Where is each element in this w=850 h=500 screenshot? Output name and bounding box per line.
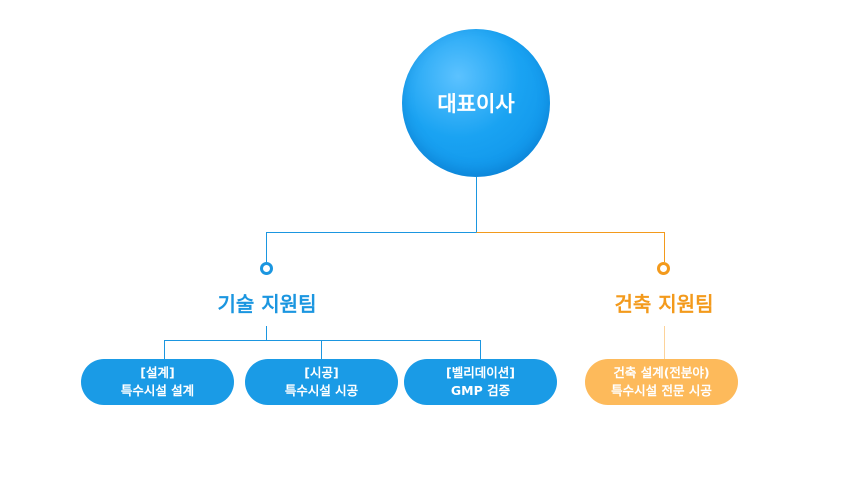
role-design-pill: [설계] 특수시설 설계 (81, 359, 234, 405)
role-validation-category: [벨리데이션] (446, 365, 515, 380)
blue-connectors (164, 177, 481, 359)
role-construction-pill: [시공] 특수시설 시공 (245, 359, 398, 405)
orange-connectors (476, 232, 665, 262)
role-design-desc: 특수시설 설계 (120, 383, 195, 398)
role-design-category: [설계] (140, 365, 175, 380)
role-architecture-line1: 건축 설계(전분야) (613, 365, 710, 380)
tech-team-title: 기술 지원팀 (217, 292, 317, 316)
role-architecture-line2: 특수시설 전문 시공 (611, 383, 712, 398)
role-construction-category: [시공] (304, 365, 339, 380)
role-validation-desc: GMP 검증 (450, 383, 511, 398)
arch-team-title: 건축 지원팀 (614, 292, 714, 316)
ceo-label: 대표이사 (437, 92, 515, 116)
arch-team-node-dot (657, 262, 670, 275)
ceo-circle: 대표이사 (402, 29, 550, 177)
role-construction-desc: 특수시설 시공 (284, 383, 359, 398)
role-architecture-pill: 건축 설계(전분야) 특수시설 전문 시공 (585, 359, 738, 405)
tech-team-node-dot (260, 262, 273, 275)
role-validation-pill: [벨리데이션] GMP 검증 (404, 359, 557, 405)
